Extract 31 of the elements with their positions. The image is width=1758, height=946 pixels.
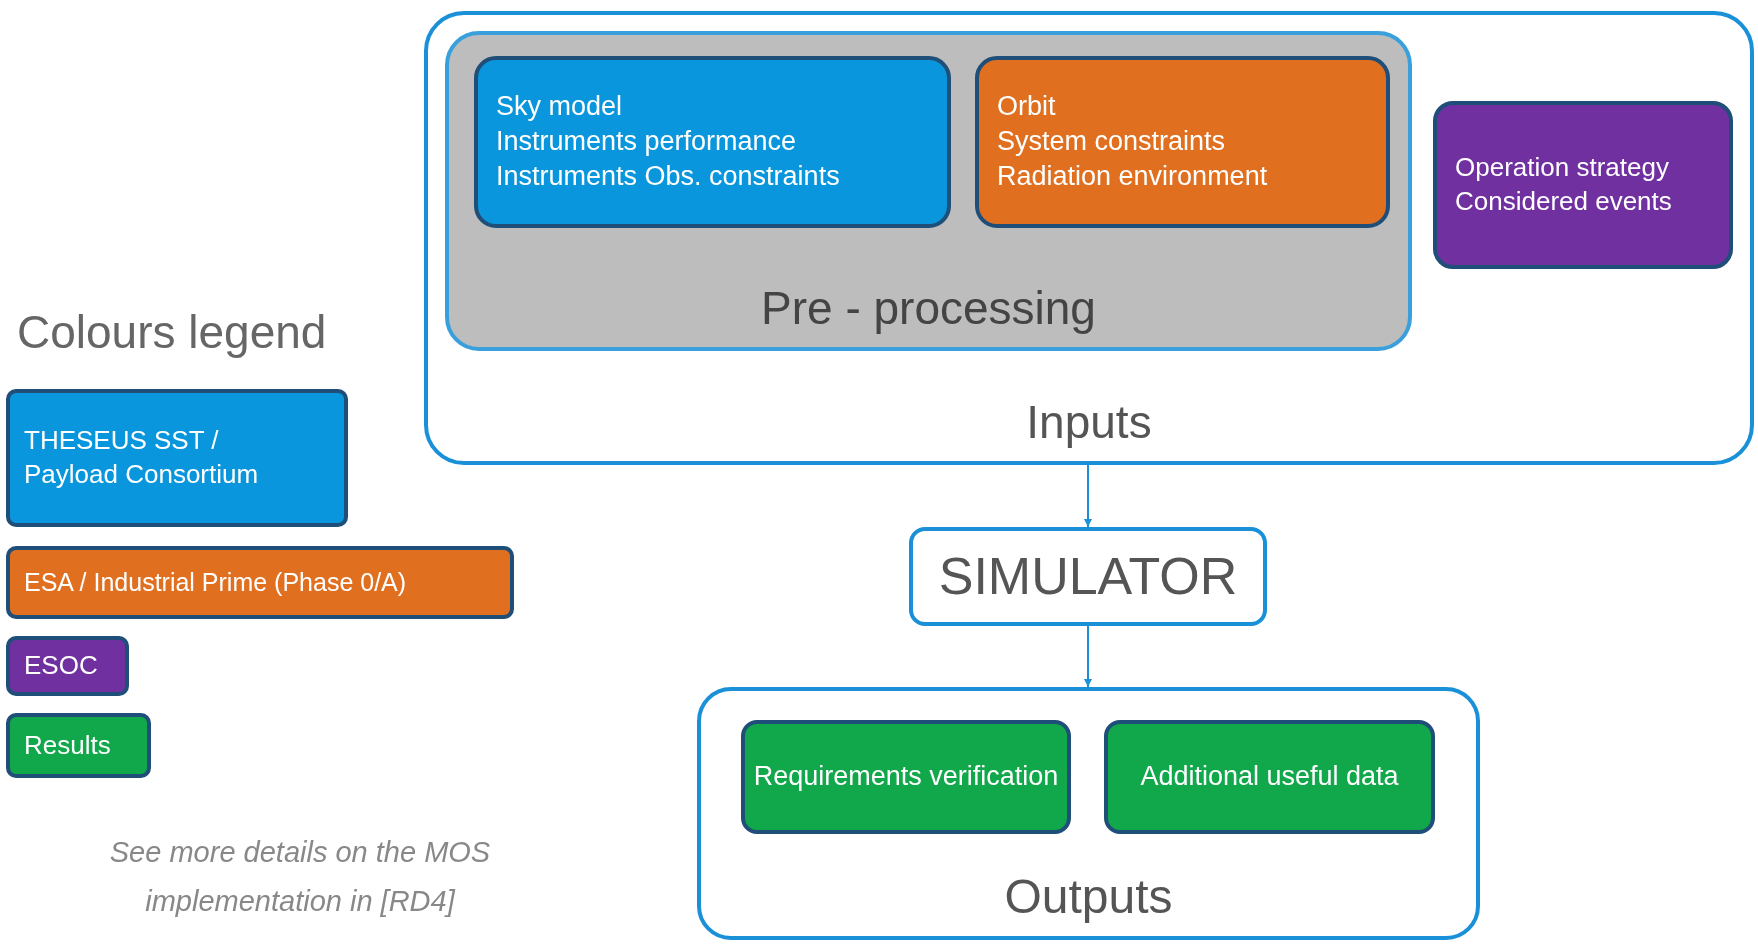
result-box — [1104, 720, 1435, 834]
result-box — [741, 720, 1071, 834]
legend-title: Colours legend — [17, 305, 327, 359]
arrow — [1084, 464, 1092, 528]
group-title: Outputs — [1003, 869, 1174, 924]
group-box — [424, 11, 1754, 465]
note-text: See more details on the MOS implementation in [RD4] — [108, 835, 492, 920]
box-text: Additional useful data — [1139, 760, 1400, 794]
legend-text: ESOC — [24, 649, 98, 683]
item-text: System constraints — [997, 125, 1226, 159]
input-box — [975, 56, 1390, 228]
item-text: Radiation environment — [997, 160, 1268, 194]
group-title: Inputs — [1025, 395, 1153, 449]
item-text: Instruments Obs. constraints — [496, 160, 840, 194]
legend-text: Results — [24, 728, 111, 762]
box-text: Requirements verification — [753, 760, 1059, 794]
item-text: Considered events — [1455, 185, 1672, 218]
legend-text: ESA / Industrial Prime (Phase 0/A) — [24, 567, 407, 599]
input-box — [1433, 101, 1733, 269]
legend-text: THESEUS SST / Payload Consortium — [24, 424, 260, 491]
group-title: Pre - processing — [760, 281, 1097, 335]
process-group — [445, 31, 1412, 351]
item-text: Sky model — [496, 90, 623, 124]
box-text: SIMULATOR — [937, 545, 1239, 607]
input-box — [474, 56, 951, 228]
process-box — [909, 527, 1267, 626]
item-text: Instruments performance — [496, 125, 797, 159]
group-box — [697, 687, 1480, 940]
item-text: Orbit — [997, 90, 1056, 124]
arrow — [1084, 625, 1092, 688]
item-text: Operation strategy — [1455, 151, 1669, 185]
